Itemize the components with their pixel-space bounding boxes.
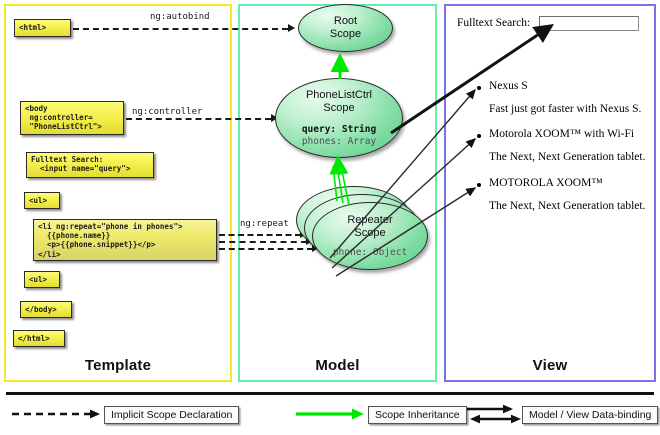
connector-label-repeat: ng:repeat <box>240 219 289 229</box>
code-box-ul-open: <ul> <box>24 192 60 209</box>
code-box-body-close: </body> <box>20 301 72 318</box>
legend-icon-implicit-scope-declaration <box>12 409 100 419</box>
view-item-name-1: Motorola XOOM™ with Wi-Fi <box>489 128 635 140</box>
view-bullet-1 <box>477 134 481 138</box>
code-box-li-repeat: <li ng:repeat="phone in phones"> {{phone… <box>33 219 217 261</box>
view-item-name-0: Nexus S <box>489 80 528 92</box>
column-label-template: Template <box>84 357 152 374</box>
connector-line-repeat-2 <box>219 241 307 243</box>
legend-divider <box>6 392 654 395</box>
connector-line-repeat-3 <box>219 248 313 250</box>
legend-label-data-binding: Model / View Data-binding <box>522 406 659 424</box>
legend-label-implicit-scope-declaration: Implicit Scope Declaration <box>104 406 240 424</box>
column-label-model: Model <box>315 357 360 374</box>
code-box-html-open: <html> <box>14 19 71 37</box>
view-item-snippet-2: The Next, Next Generation tablet. <box>489 200 646 212</box>
connector-arrow-autobind <box>288 24 295 32</box>
view-search-label: Fulltext Search: <box>457 17 531 29</box>
scope-ctrl-title-line1: PhoneListCtrl <box>305 89 373 101</box>
scope-repeater: Repeater Scope phone: Object <box>312 202 428 270</box>
legend-icon-data-binding <box>466 404 521 424</box>
view-item-snippet-0: Fast just got faster with Nexus S. <box>489 103 642 115</box>
scope-repeater-title-line2: Scope <box>354 226 386 239</box>
fulltext-search-input[interactable] <box>539 16 639 31</box>
scope-repeater-title-line1: Repeater <box>347 213 393 226</box>
scope-root-title-line2: Scope <box>329 28 362 40</box>
connector-label-controller: ng:controller <box>132 107 203 117</box>
legend-label-scope-inheritance: Scope Inheritance <box>368 406 467 424</box>
column-label-view: View <box>532 357 568 374</box>
scope-ctrl-prop-query: query: String <box>301 124 377 135</box>
connector-label-autobind: ng:autobind <box>150 12 210 22</box>
code-box-body-open: <body ng:controller= "PhoneListCtrl"> <box>20 101 124 135</box>
view-bullet-2 <box>477 183 481 187</box>
scope-phonelistctrl: PhoneListCtrl Scope query: String phones… <box>275 78 403 158</box>
legend-icon-scope-inheritance <box>296 408 364 420</box>
code-box-fulltext-search: Fulltext Search: <input name="query"> <box>26 152 154 178</box>
view-bullet-0 <box>477 86 481 90</box>
connector-line-controller <box>126 118 271 120</box>
column-view: View <box>444 4 656 382</box>
code-box-ul-close: <ul> <box>24 271 60 288</box>
scope-ctrl-title-line2: Scope <box>323 102 355 114</box>
view-item-snippet-1: The Next, Next Generation tablet. <box>489 151 646 163</box>
connector-arrow-controller <box>271 114 278 122</box>
connector-line-autobind <box>73 28 288 30</box>
scope-root-title-line1: Root <box>333 15 358 27</box>
scope-repeater-prop-phone: phone: Object <box>332 246 408 258</box>
view-item-name-2: MOTOROLA XOOM™ <box>489 177 603 189</box>
scope-ctrl-prop-phones: phones: Array <box>301 135 377 147</box>
scope-root: Root Scope <box>298 4 393 52</box>
code-box-html-close: </html> <box>13 330 65 347</box>
connector-line-repeat-1 <box>219 234 301 236</box>
